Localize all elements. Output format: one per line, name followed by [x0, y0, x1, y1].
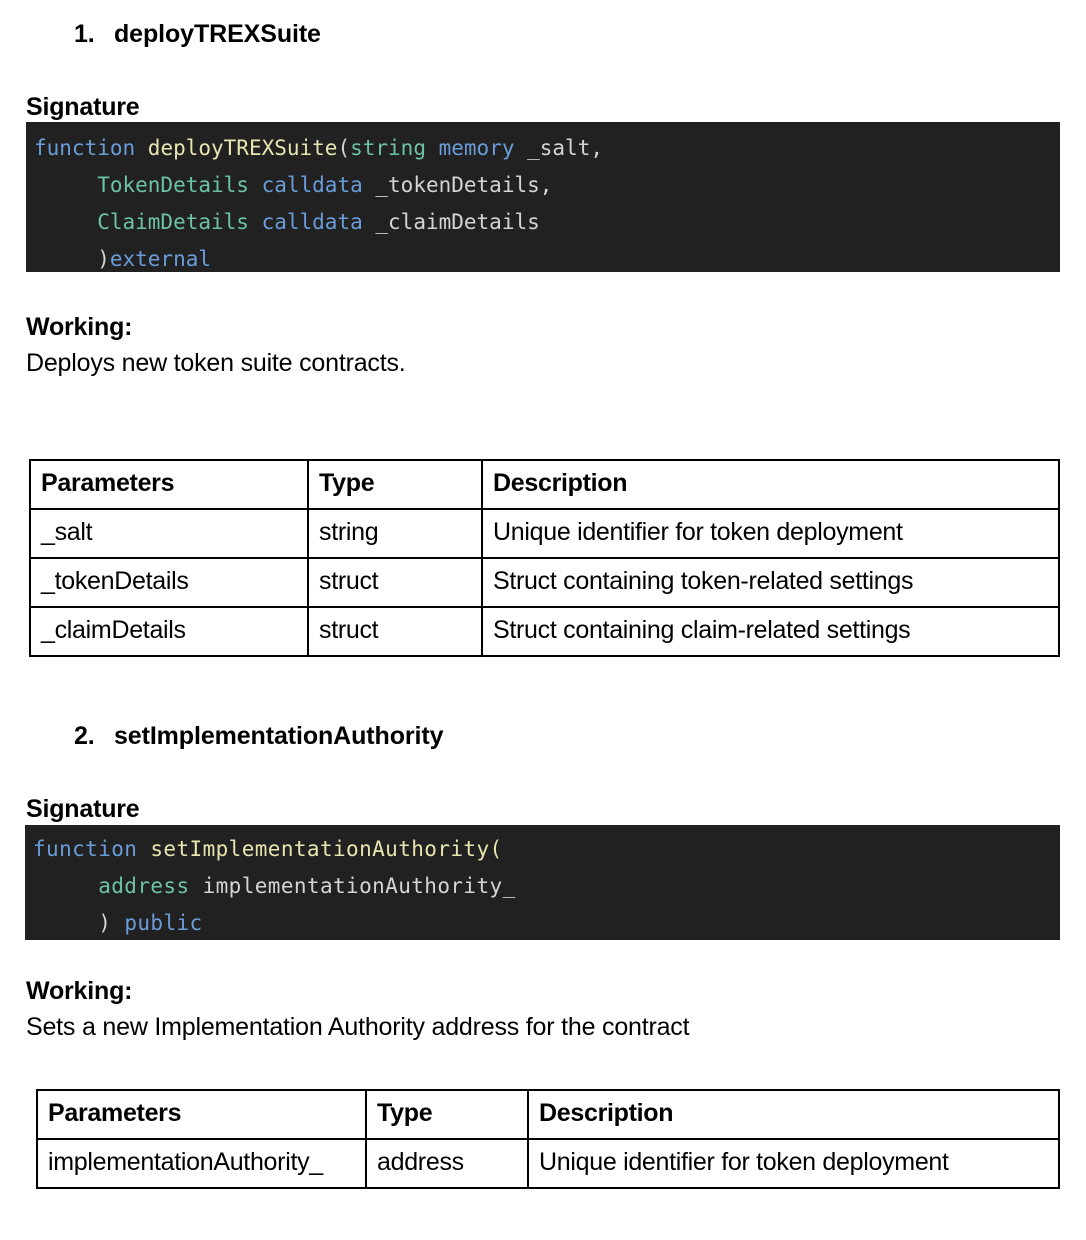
section-title-1: deployTREXSuite	[114, 20, 321, 48]
cell-type: struct	[307, 557, 483, 608]
code-block-signature-1: function deployTREXSuite(string memory _…	[26, 122, 1060, 272]
section-title-2: setImplementationAuthority	[114, 722, 444, 750]
code-line: ) public	[33, 905, 1060, 940]
table-header-row: Parameters Type Description	[29, 459, 1060, 510]
table-row: _salt string Unique identifier for token…	[29, 508, 1060, 559]
code-token-fn: setImplementationAuthority(	[150, 837, 503, 861]
code-token-kw: function	[34, 136, 148, 160]
cell-type: struct	[307, 606, 483, 657]
code-line: address implementationAuthority_	[33, 868, 1060, 905]
cell-parameter: _tokenDetails	[29, 557, 309, 608]
parameters-table-1: Parameters Type Description _salt string…	[29, 459, 1060, 657]
code-token-kw: external	[109, 247, 212, 271]
code-token-plain: _claimDetails	[362, 210, 540, 234]
code-token-kw: function	[33, 837, 151, 861]
working-label-2: Working:	[26, 977, 133, 1005]
code-token-plain	[249, 210, 262, 234]
code-token-fn: deployTREXSuite	[147, 136, 338, 160]
code-token-type: TokenDetails	[97, 173, 249, 197]
signature-label-1: Signature	[26, 93, 140, 121]
parameters-table-2: Parameters Type Description implementati…	[36, 1089, 1060, 1189]
table-row: _tokenDetails struct Struct containing t…	[29, 557, 1060, 608]
code-token-type: address	[98, 874, 190, 898]
section-number-2: 2.	[74, 722, 95, 750]
code-block-signature-2: function setImplementationAuthority( add…	[25, 825, 1060, 940]
cell-parameter: implementationAuthority_	[36, 1138, 367, 1189]
working-label-1: Working:	[26, 313, 133, 341]
code-line: )external	[34, 241, 1060, 272]
code-line: function deployTREXSuite(string memory _…	[34, 130, 1060, 167]
table-row: _claimDetails struct Struct containing c…	[29, 606, 1060, 657]
table-header-description: Description	[481, 459, 1060, 510]
code-token-kw: calldata	[261, 210, 363, 234]
code-token-punct: (	[337, 136, 351, 160]
table-header-row: Parameters Type Description	[36, 1089, 1060, 1140]
signature-label-2: Signature	[26, 795, 140, 823]
table-header-type: Type	[307, 459, 483, 510]
code-token-plain: _salt,	[514, 136, 603, 160]
section-number-1: 1.	[74, 20, 95, 48]
cell-parameter: _salt	[29, 508, 309, 559]
code-token-plain	[249, 173, 262, 197]
code-token-plain: )	[34, 247, 110, 271]
table-row: implementationAuthority_ address Unique …	[36, 1138, 1060, 1189]
cell-description: Struct containing claim-related settings	[481, 606, 1060, 657]
code-line: ClaimDetails calldata _claimDetails	[34, 204, 1060, 241]
code-token-plain	[34, 173, 97, 197]
code-token-plain	[34, 210, 97, 234]
code-token-kw: calldata	[261, 173, 363, 197]
table-header-description: Description	[527, 1089, 1060, 1140]
cell-type: address	[365, 1138, 529, 1189]
cell-description: Struct containing token-related settings	[481, 557, 1060, 608]
cell-type: string	[307, 508, 483, 559]
section-heading-1: 1. deployTREXSuite	[74, 20, 321, 49]
cell-description: Unique identifier for token deployment	[481, 508, 1060, 559]
code-token-type: ClaimDetails	[97, 210, 249, 234]
code-token-plain: )	[33, 911, 125, 935]
working-text-1: Deploys new token suite contracts.	[26, 349, 406, 377]
code-token-kw: public	[124, 911, 203, 935]
cell-parameter: _claimDetails	[29, 606, 309, 657]
code-token-space	[426, 136, 439, 160]
code-token-type: string	[350, 136, 426, 160]
cell-description: Unique identifier for token deployment	[527, 1138, 1060, 1189]
code-token-keyword: memory	[438, 136, 515, 160]
table-header-parameters: Parameters	[29, 459, 309, 510]
section-heading-2: 2. setImplementationAuthority	[74, 722, 443, 751]
code-token-plain: _tokenDetails,	[362, 173, 553, 197]
code-token-plain: implementationAuthority_	[189, 874, 516, 898]
working-text-2: Sets a new Implementation Authority addr…	[26, 1013, 690, 1041]
table-header-type: Type	[365, 1089, 529, 1140]
code-line: function setImplementationAuthority(	[33, 831, 1060, 868]
code-line: TokenDetails calldata _tokenDetails,	[34, 167, 1060, 204]
code-token-plain	[33, 874, 98, 898]
table-header-parameters: Parameters	[36, 1089, 367, 1140]
